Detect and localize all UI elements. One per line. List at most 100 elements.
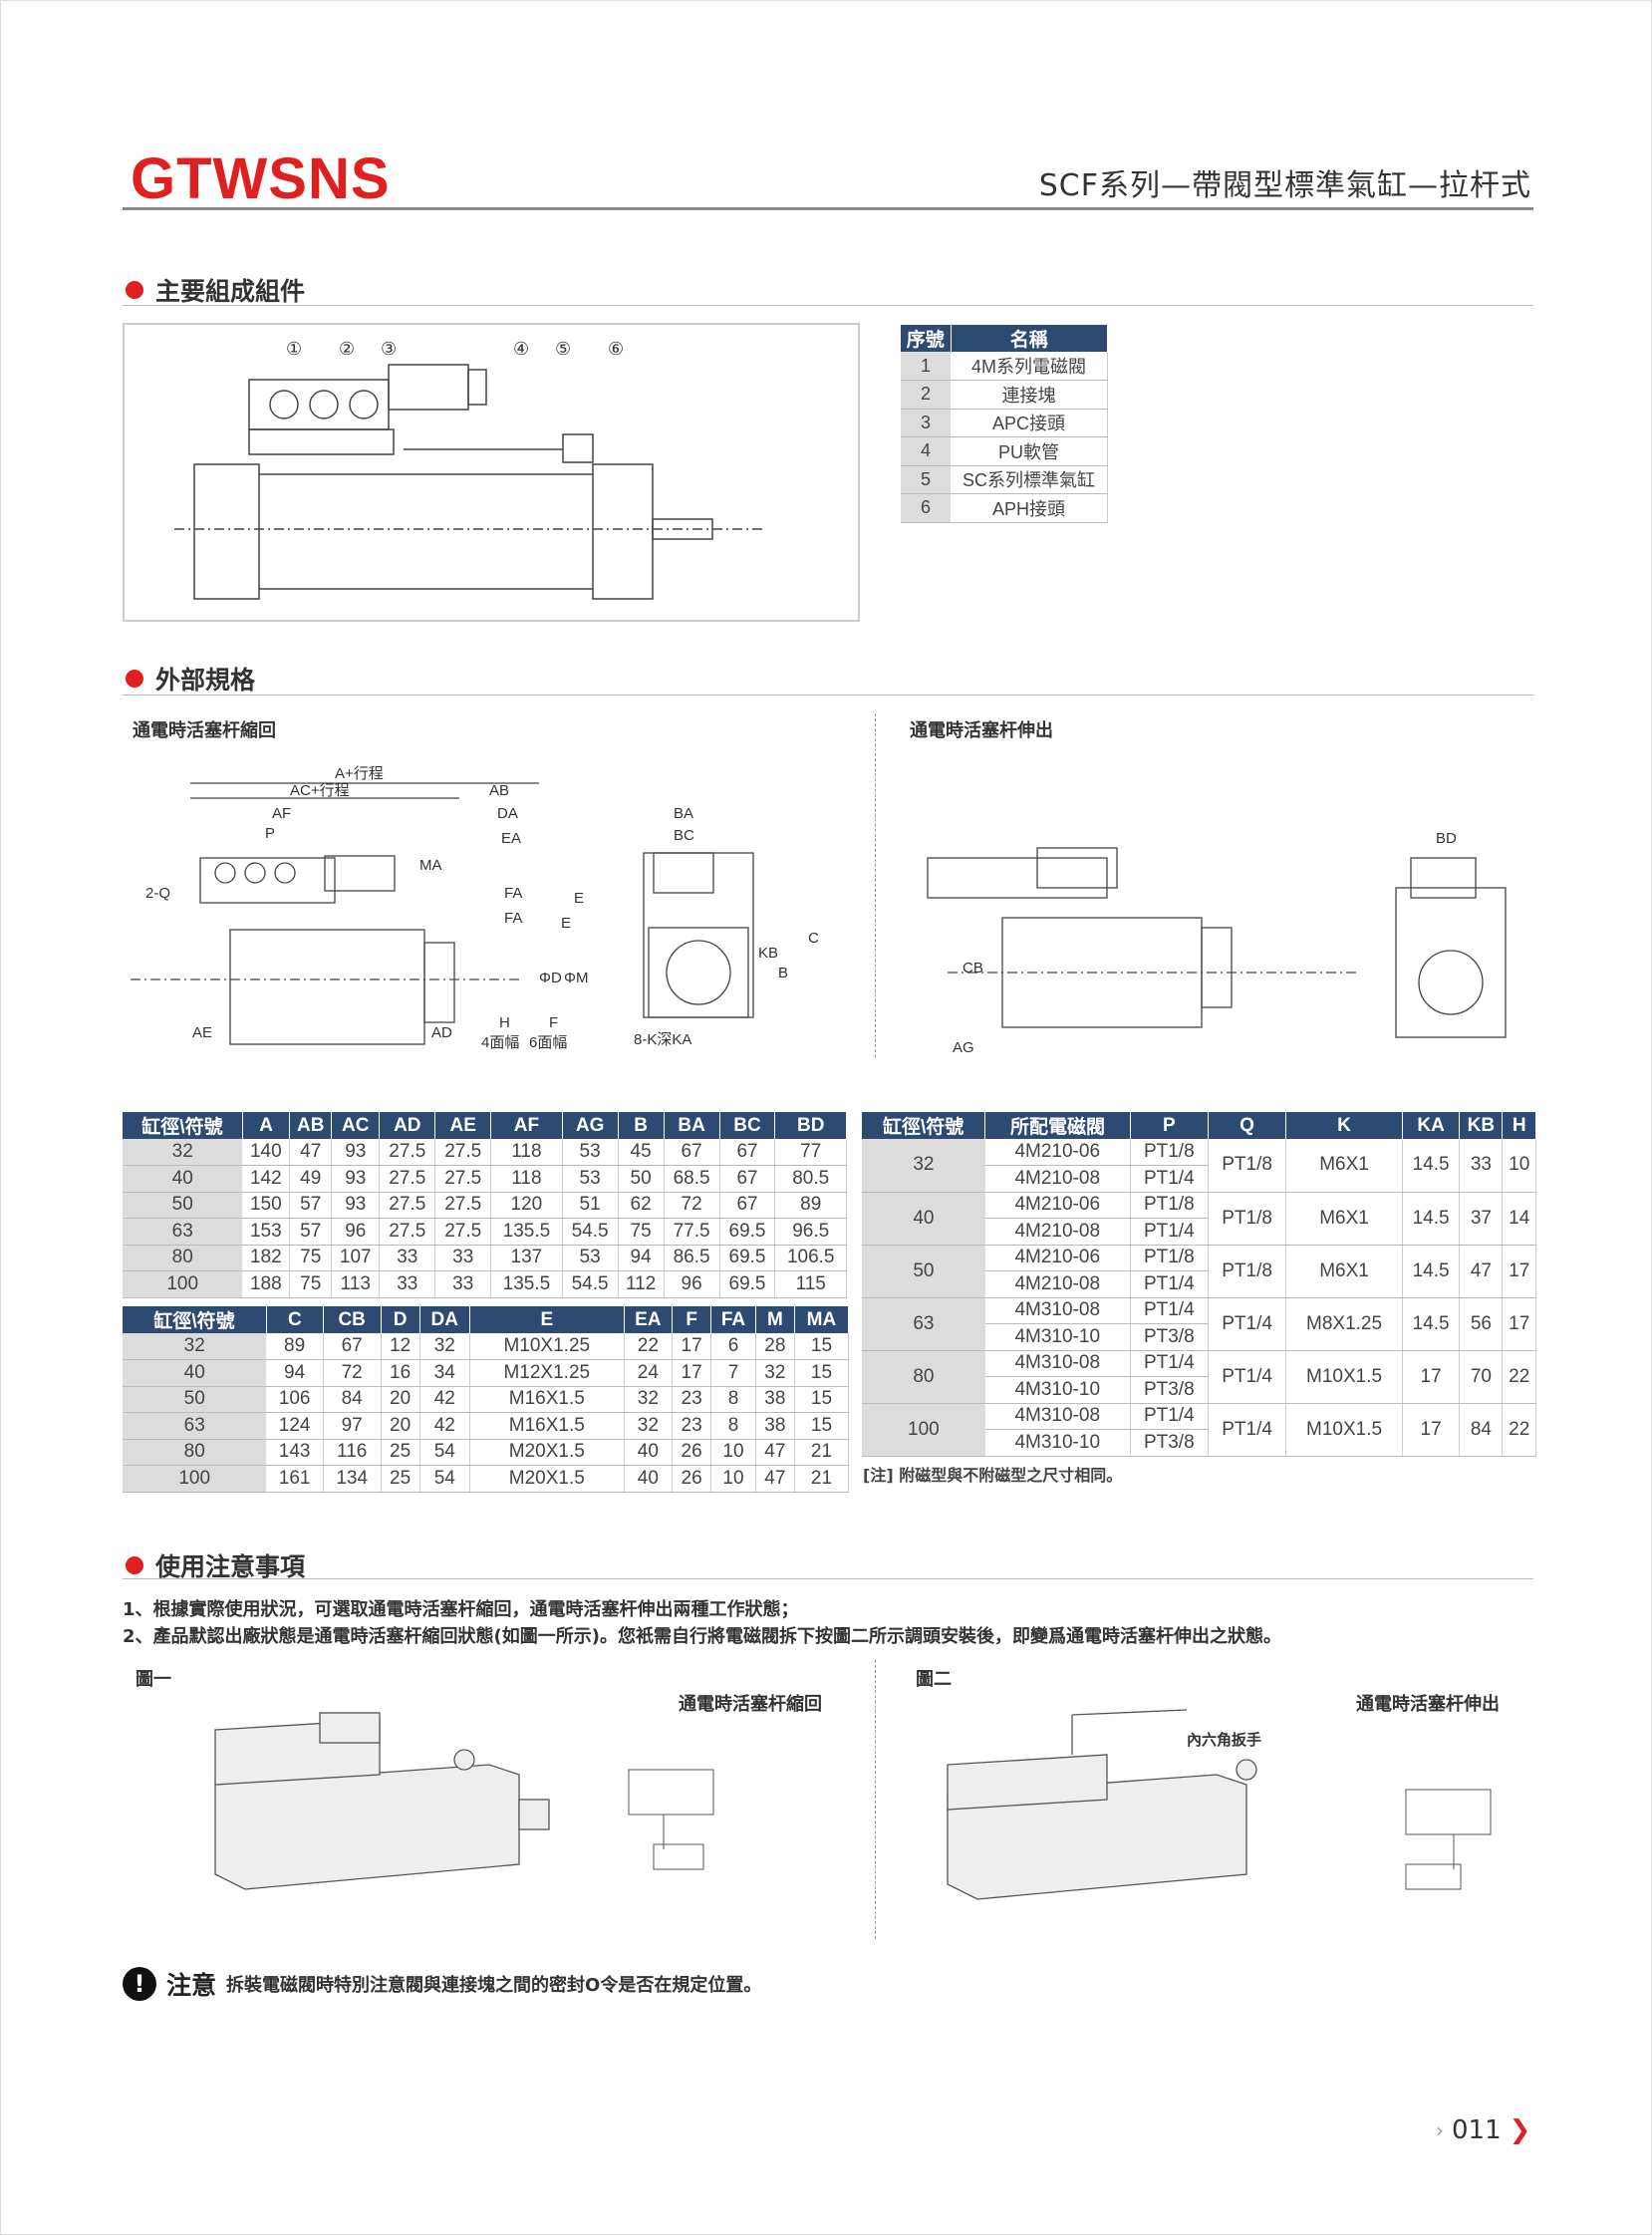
table-cell: 14	[1502, 1192, 1536, 1246]
table-cell: 20	[381, 1412, 420, 1440]
table-cell: 40	[123, 1165, 243, 1193]
svg-text:C: C	[808, 930, 819, 947]
table-cell: 17	[1402, 1350, 1461, 1404]
caution-text: 拆裝電磁閥時特別注意閥與連接塊之間的密封O令是否在規定位置。	[226, 1975, 762, 1996]
table-cell: 96.5	[774, 1218, 847, 1246]
table-cell: PT1/4	[1130, 1350, 1209, 1377]
table-cell: 4M210-08	[984, 1218, 1131, 1246]
table-cell: APC接頭	[951, 409, 1108, 437]
svg-text:⑥: ⑥	[608, 339, 624, 360]
table-cell: 89	[266, 1333, 324, 1360]
table-cell: PT1/8	[1208, 1139, 1287, 1193]
table-cell: 42	[419, 1412, 470, 1440]
table-cell: 67	[719, 1192, 776, 1219]
column-header: AG	[562, 1112, 619, 1139]
table-cell: 17	[1502, 1297, 1536, 1351]
table-cell: 63	[123, 1218, 243, 1246]
table-cell: 80	[123, 1245, 243, 1271]
table-cell: M12X1.25	[469, 1359, 625, 1387]
table-cell: 40	[624, 1465, 674, 1493]
table-cell: 100	[123, 1270, 243, 1298]
table-cell: 161	[266, 1465, 324, 1493]
table-cell: 50	[618, 1165, 665, 1193]
table-cell: 70	[1459, 1350, 1504, 1404]
table-cell: 33	[1459, 1139, 1504, 1193]
svg-text:BA: BA	[674, 805, 693, 822]
column-header: MA	[794, 1306, 850, 1333]
svg-text:AE: AE	[192, 1024, 212, 1041]
svg-text:AB: AB	[489, 782, 509, 799]
column-header: C	[266, 1306, 324, 1333]
table-cell: 56	[1459, 1297, 1504, 1351]
table-cell: 75	[618, 1218, 665, 1246]
table-cell: 27.5	[434, 1165, 492, 1193]
table-cell: 50	[862, 1245, 985, 1298]
svg-text:AC+行程: AC+行程	[290, 782, 350, 799]
caution-title: 注意	[166, 1971, 217, 2000]
svg-text:8-K深KA: 8-K深KA	[634, 1031, 691, 1048]
svg-text:②: ②	[339, 339, 355, 360]
table-cell: 17	[1402, 1403, 1461, 1457]
bullet-icon	[126, 1556, 143, 1574]
table-cell: 14.5	[1402, 1297, 1461, 1351]
table-cell: 32	[862, 1139, 985, 1193]
svg-text:①: ①	[286, 339, 302, 360]
svg-text:2-Q: 2-Q	[145, 885, 170, 902]
table-cell: 142	[242, 1165, 291, 1193]
table-cell: 33	[379, 1245, 436, 1271]
table-cell: PT1/8	[1130, 1245, 1209, 1271]
table-cell: 67	[664, 1139, 720, 1166]
table-cell: 4M310-08	[984, 1403, 1131, 1430]
table-cell: 8	[710, 1386, 756, 1413]
table-cell: 135.5	[490, 1270, 563, 1298]
column-header: AC	[331, 1112, 381, 1139]
usage-note-2: 2、產品默認出廠狀態是通電時活塞杆縮回狀態(如圖一所示)。您衹需自行將電磁閥拆下…	[123, 1626, 1281, 1647]
table-cell: 94	[266, 1359, 324, 1387]
table-cell: 69.5	[719, 1218, 776, 1246]
table-cell: M10X1.5	[1285, 1350, 1403, 1404]
column-header: B	[618, 1112, 665, 1139]
page-title: SCF系列—帶閥型標準氣缸—拉杆式	[1038, 168, 1531, 203]
table-cell: 15	[794, 1412, 850, 1440]
table-cell: 77	[774, 1139, 847, 1166]
svg-text:EA: EA	[501, 830, 521, 847]
table-cell: PT1/4	[1208, 1297, 1287, 1351]
column-header: AF	[490, 1112, 563, 1139]
table-cell: 21	[794, 1439, 850, 1466]
table-cell: PT3/8	[1130, 1323, 1209, 1351]
column-header: F	[672, 1306, 712, 1333]
table-cell: 118	[490, 1165, 563, 1193]
table-cell: PT1/8	[1130, 1192, 1209, 1219]
table-cell: 4M310-08	[984, 1350, 1131, 1377]
table-cell: PU軟管	[951, 436, 1108, 466]
svg-text:CB: CB	[963, 960, 983, 977]
table-cell: 67	[719, 1165, 776, 1193]
table-cell: 4M310-10	[984, 1376, 1131, 1404]
table-cell: SC系列標準氣缸	[951, 465, 1108, 494]
table-cell: 50	[123, 1192, 243, 1219]
table-cell: M10X1.25	[469, 1333, 625, 1360]
table-cell: 14.5	[1402, 1192, 1461, 1246]
svg-text:AD: AD	[431, 1024, 452, 1041]
header-divider	[123, 207, 1533, 210]
figure-1-label: 圖一	[136, 1669, 171, 1690]
table-cell: 17	[672, 1333, 712, 1360]
table-cell: PT1/4	[1130, 1297, 1209, 1324]
table-cell: 4M210-08	[984, 1270, 1131, 1298]
table-cell: 6	[901, 493, 951, 523]
table-cell: 32	[755, 1359, 795, 1387]
svg-text:AG: AG	[953, 1039, 974, 1056]
table-cell: 84	[1459, 1403, 1504, 1457]
table-cell: 53	[562, 1139, 619, 1166]
table-cell: 34	[419, 1359, 470, 1387]
table-cell: 63	[123, 1412, 267, 1440]
